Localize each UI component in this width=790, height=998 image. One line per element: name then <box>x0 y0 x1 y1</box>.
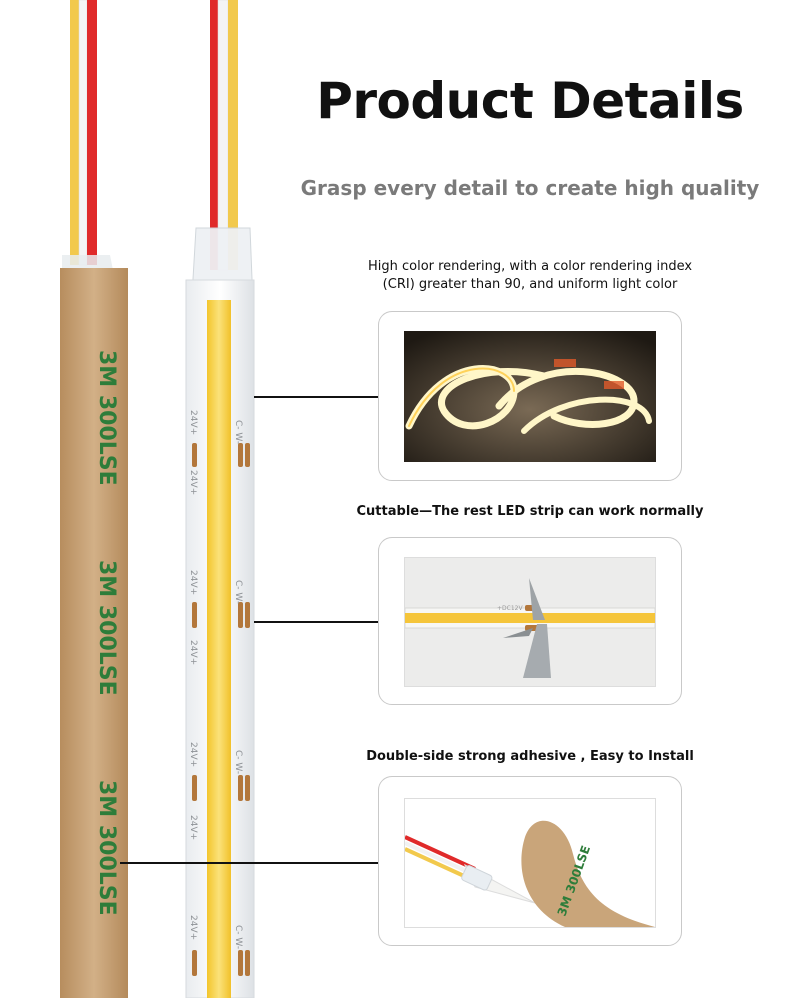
svg-text:24V+: 24V+ <box>188 470 198 495</box>
feature-card-cuttable: +DC12V <box>378 537 682 705</box>
svg-text:3M 300LSE: 3M 300LSE <box>94 350 119 486</box>
cut-pads <box>192 443 250 976</box>
feature-caption-cri-line1: High color rendering, with a color rende… <box>367 259 693 274</box>
cob-led-band <box>207 300 231 998</box>
feature-caption-cuttable: Cuttable—The rest LED strip can work nor… <box>356 504 704 519</box>
svg-text:C- W-: C- W- <box>233 925 243 949</box>
svg-text:24V+: 24V+ <box>188 815 198 840</box>
svg-text:24V+: 24V+ <box>188 410 198 435</box>
svg-text:C- W-: C- W- <box>233 750 243 774</box>
svg-text:24V+: 24V+ <box>188 570 198 595</box>
left-strip-wires <box>70 0 97 266</box>
page-subtitle: Grasp every detail to create high qualit… <box>300 176 760 200</box>
strip-markings: 24V+ 24V+ 24V+ 24V+ 24V+ 24V+ 24V+ C- W-… <box>188 410 243 949</box>
page-title: Product Details <box>316 72 744 130</box>
connector-line-cuttable <box>254 621 382 623</box>
product-illustration: 3M 300LSE 3M 300LSE 3M 300LSE 24V+ 24V+ … <box>60 0 255 998</box>
photo-glowing-strip <box>404 331 656 462</box>
svg-text:24V+: 24V+ <box>188 742 198 767</box>
connector-line-cri <box>254 396 382 398</box>
adhesive-tape <box>60 268 128 998</box>
svg-text:3M 300LSE: 3M 300LSE <box>94 560 119 696</box>
feature-card-cri <box>378 311 682 481</box>
svg-text:24V+: 24V+ <box>188 640 198 665</box>
svg-text:24V+: 24V+ <box>188 915 198 940</box>
feature-caption-cri-line2: (CRI) greater than 90, and uniform light… <box>382 277 678 292</box>
feature-card-adhesive: 3M 300LSE <box>378 776 682 946</box>
svg-text:+DC12V: +DC12V <box>497 605 523 612</box>
svg-text:C- W-: C- W- <box>233 420 243 444</box>
svg-text:3M 300LSE: 3M 300LSE <box>94 780 119 916</box>
connector-line-adhesive <box>120 862 382 864</box>
feature-caption-cri: High color rendering, with a color rende… <box>340 258 720 294</box>
feature-caption-adhesive: Double-side strong adhesive , Easy to In… <box>366 749 694 764</box>
tape-print: 3M 300LSE 3M 300LSE 3M 300LSE <box>94 350 119 916</box>
photo-adhesive-backing: 3M 300LSE <box>404 798 656 928</box>
photo-cut-strip: +DC12V <box>404 557 656 687</box>
svg-text:C- W-: C- W- <box>233 580 243 604</box>
